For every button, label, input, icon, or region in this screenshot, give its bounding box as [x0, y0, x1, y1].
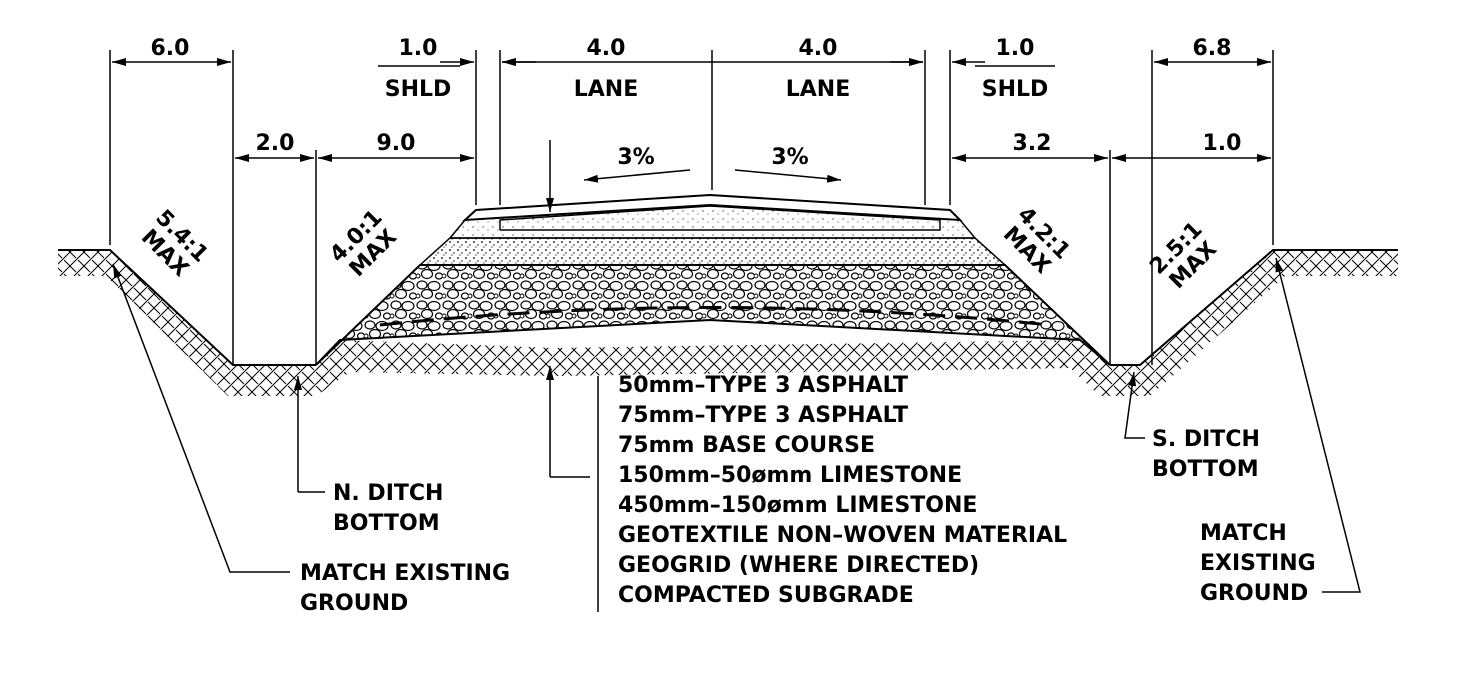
layer-item: 150mm–50ømm LIMESTONE — [618, 463, 962, 488]
dim-north-ditch-bottom: 2.0 — [256, 131, 295, 156]
layer-item: GEOGRID (WHERE DIRECTED) — [618, 553, 979, 578]
dim-north-backslope: 6.0 — [151, 36, 190, 61]
label-south-lane: LANE — [786, 77, 851, 102]
ground-line — [58, 249, 316, 366]
leader-lines — [112, 257, 1361, 612]
dimension-labels: 6.0 1.0 SHLD 4.0 LANE 4.0 LANE 1.0 SHLD … — [151, 36, 1242, 170]
road-structure — [315, 193, 1111, 366]
asphalt-lane-line — [499, 205, 941, 231]
dim-north-lane: 4.0 — [587, 36, 626, 61]
dim-south-ditch-bottom: 1.0 — [1203, 131, 1242, 156]
structure-layer-list: 50mm–TYPE 3 ASPHALT 75mm–TYPE 3 ASPHALT … — [618, 373, 1067, 608]
ground-line-right — [1110, 249, 1398, 366]
geogrid-line — [379, 306, 1051, 327]
label-north-lane: LANE — [574, 77, 639, 102]
existing-ground — [58, 249, 1398, 396]
crossfall-left: 3% — [617, 145, 654, 170]
layer-item: 75mm BASE COURSE — [618, 433, 875, 458]
south-match-line3: GROUND — [1200, 581, 1308, 606]
dim-south-shoulder: 1.0 — [996, 36, 1035, 61]
layer-item: GEOTEXTILE NON–WOVEN MATERIAL — [618, 523, 1067, 548]
south-ditch-line2: BOTTOM — [1152, 457, 1259, 482]
dim-south-foreslope: 3.2 — [1013, 131, 1052, 156]
dim-north-foreslope: 9.0 — [377, 131, 416, 156]
limestone-150-layer — [418, 237, 1007, 266]
earth-hatch — [58, 250, 1398, 396]
crossfall-right: 3% — [771, 145, 808, 170]
north-match-line2: GROUND — [300, 591, 408, 616]
extension-lines — [109, 50, 1274, 365]
callouts: N. DITCH BOTTOM MATCH EXISTING GROUND S.… — [300, 427, 1316, 616]
dim-south-backslope: 6.8 — [1193, 36, 1232, 61]
south-match-line1: MATCH — [1200, 521, 1287, 546]
label-south-shoulder: SHLD — [982, 77, 1049, 102]
dim-north-shoulder: 1.0 — [399, 36, 438, 61]
layer-item: 75mm–TYPE 3 ASPHALT — [618, 403, 908, 428]
label-north-shoulder: SHLD — [385, 77, 452, 102]
layer-item: COMPACTED SUBGRADE — [618, 583, 914, 608]
south-ditch-line1: S. DITCH — [1152, 427, 1260, 452]
layer-item: 450mm–150ømm LIMESTONE — [618, 493, 977, 518]
asphalt-layer — [462, 193, 963, 222]
dimension-lines — [112, 58, 1271, 212]
north-ditch-line1: N. DITCH — [333, 481, 443, 506]
south-match-line2: EXISTING — [1200, 551, 1316, 576]
north-match-line1: MATCH EXISTING — [300, 561, 510, 586]
layer-item: 50mm–TYPE 3 ASPHALT — [618, 373, 908, 398]
dim-south-lane: 4.0 — [799, 36, 838, 61]
north-ditch-line2: BOTTOM — [333, 511, 440, 536]
